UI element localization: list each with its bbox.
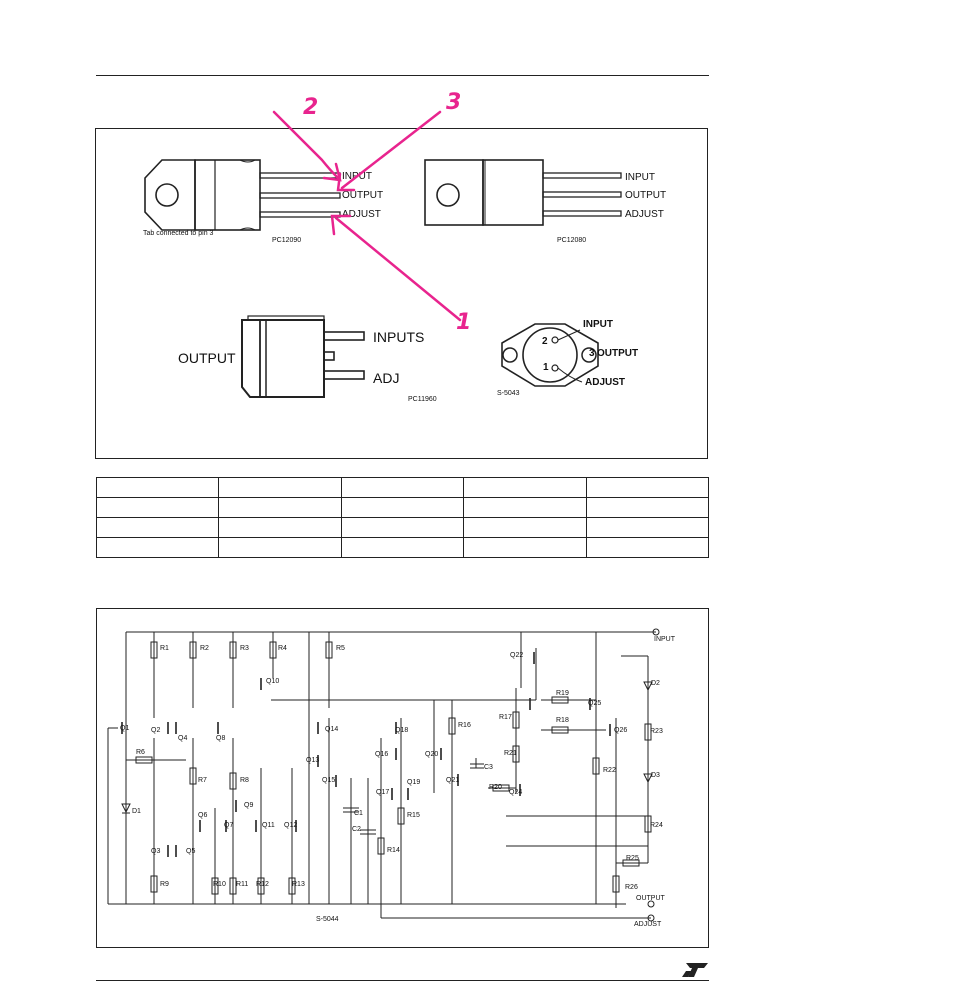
label-q12: Q12 [284,822,298,829]
label-r9: R9 [160,881,169,888]
label-q18: Q18 [395,727,409,734]
to3-output-label: OUTPUT [597,348,639,359]
table-row [95,497,710,518]
to220-b-pin-adjust: ADJUST [625,209,664,220]
label-q11: Q11 [262,822,275,829]
label-r2: R2 [200,645,209,652]
to3-package-drawing [501,323,599,387]
ordering-table [95,477,710,558]
label-r24: R24 [650,822,663,829]
label-r4: R4 [278,645,287,652]
to3-code: S-5043 [497,390,520,397]
to220-a-tab-note: Tab connected to pin 3 [143,230,214,237]
label-q20: Q20 [425,751,439,758]
to3-pin2-number: 2 [542,336,548,347]
label-c1: C1 [354,810,363,817]
schematic-terminal-input: INPUT [654,636,675,643]
label-q22: Q22 [510,652,524,659]
to220-a-code: PC12090 [272,237,302,244]
label-r11: R11 [236,881,249,888]
label-q14: Q14 [325,726,339,733]
label-r18: R18 [556,717,569,724]
label-q25: Q25 [588,700,602,707]
label-d3: D3 [651,772,660,779]
label-q5: Q5 [186,848,196,855]
schematic-frame [96,608,709,948]
header-rule [96,75,709,76]
label-r14: R14 [387,847,400,854]
label-r1: R1 [160,645,169,652]
to220-b-pin-output: OUTPUT [625,190,667,201]
label-r10: R10 [213,881,226,888]
label-r7: R7 [198,777,207,784]
dpak-output-label: OUTPUT [178,350,236,366]
to3-input-label: INPUT [583,319,613,330]
annotation-arrows [272,110,462,322]
to220-b-pin-input: INPUT [625,172,655,183]
label-q2: Q2 [151,727,161,734]
schematic-terminal-adjust: ADJUST [634,921,662,928]
label-r16: R16 [458,722,471,729]
dpak-adj-label: ADJ [373,370,400,386]
to220-package-b-drawing [424,159,622,226]
label-d1: D1 [132,808,141,815]
label-q26: Q26 [614,727,628,734]
label-r19: R19 [556,690,569,697]
connection-diagram-frame [95,128,708,459]
label-c2: C2 [352,826,361,833]
table-row [95,477,710,498]
table-row [95,517,710,538]
annotation-pin-2: 2 [303,95,319,120]
st-logo-icon [682,963,708,977]
dpak-inputs-label: INPUTS [373,329,425,345]
to220-b-code: PC12080 [557,237,587,244]
schematic-code: S-5044 [316,916,339,923]
label-q17: Q17 [376,789,390,796]
to220-a-pin-adjust: ADJUST [342,209,381,220]
annotation-pin-1: 1 [456,310,472,335]
schematic-terminal-output: OUTPUT [636,895,665,902]
label-q24: Q24 [509,789,523,796]
label-r22: R22 [603,767,616,774]
annotation-pin-3: 3 [446,90,462,115]
to3-pin1-number: 1 [543,362,549,373]
label-r5: R5 [336,645,345,652]
label-r25: R25 [626,855,639,862]
label-q10: Q10 [266,678,280,685]
label-r3: R3 [240,645,249,652]
label-r21: R21 [504,750,517,757]
to220-a-pin-output: OUTPUT [342,190,384,201]
label-r17: R17 [499,714,512,721]
label-q9: Q9 [244,802,254,809]
schematic-wiring [107,628,660,922]
dpak-code: PC11960 [408,396,437,403]
label-r15: R15 [407,812,420,819]
label-q13: Q13 [306,757,320,764]
table-row [95,537,710,558]
label-r20: R20 [489,784,502,791]
label-r12: R12 [256,881,269,888]
label-q8: Q8 [216,735,226,742]
dpak-package-drawing [241,315,365,398]
label-q7: Q7 [224,822,234,829]
label-r26: R26 [625,884,638,891]
label-q15: Q15 [322,777,336,784]
label-d2: D2 [651,680,660,687]
label-q16: Q16 [375,751,389,758]
label-r13: R13 [292,881,305,888]
label-r23: R23 [650,728,663,735]
label-c3: C3 [484,764,493,771]
label-r8: R8 [240,777,249,784]
label-q1: Q1 [120,725,130,732]
label-q4: Q4 [178,735,188,742]
label-q21: Q21 [446,777,460,784]
label-q19: Q19 [407,779,421,786]
label-q3: Q3 [151,848,161,855]
to3-pin3-number: 3 [589,348,595,359]
to3-adjust-label: ADJUST [585,377,626,388]
label-q6: Q6 [198,812,208,819]
label-r6: R6 [136,749,145,756]
